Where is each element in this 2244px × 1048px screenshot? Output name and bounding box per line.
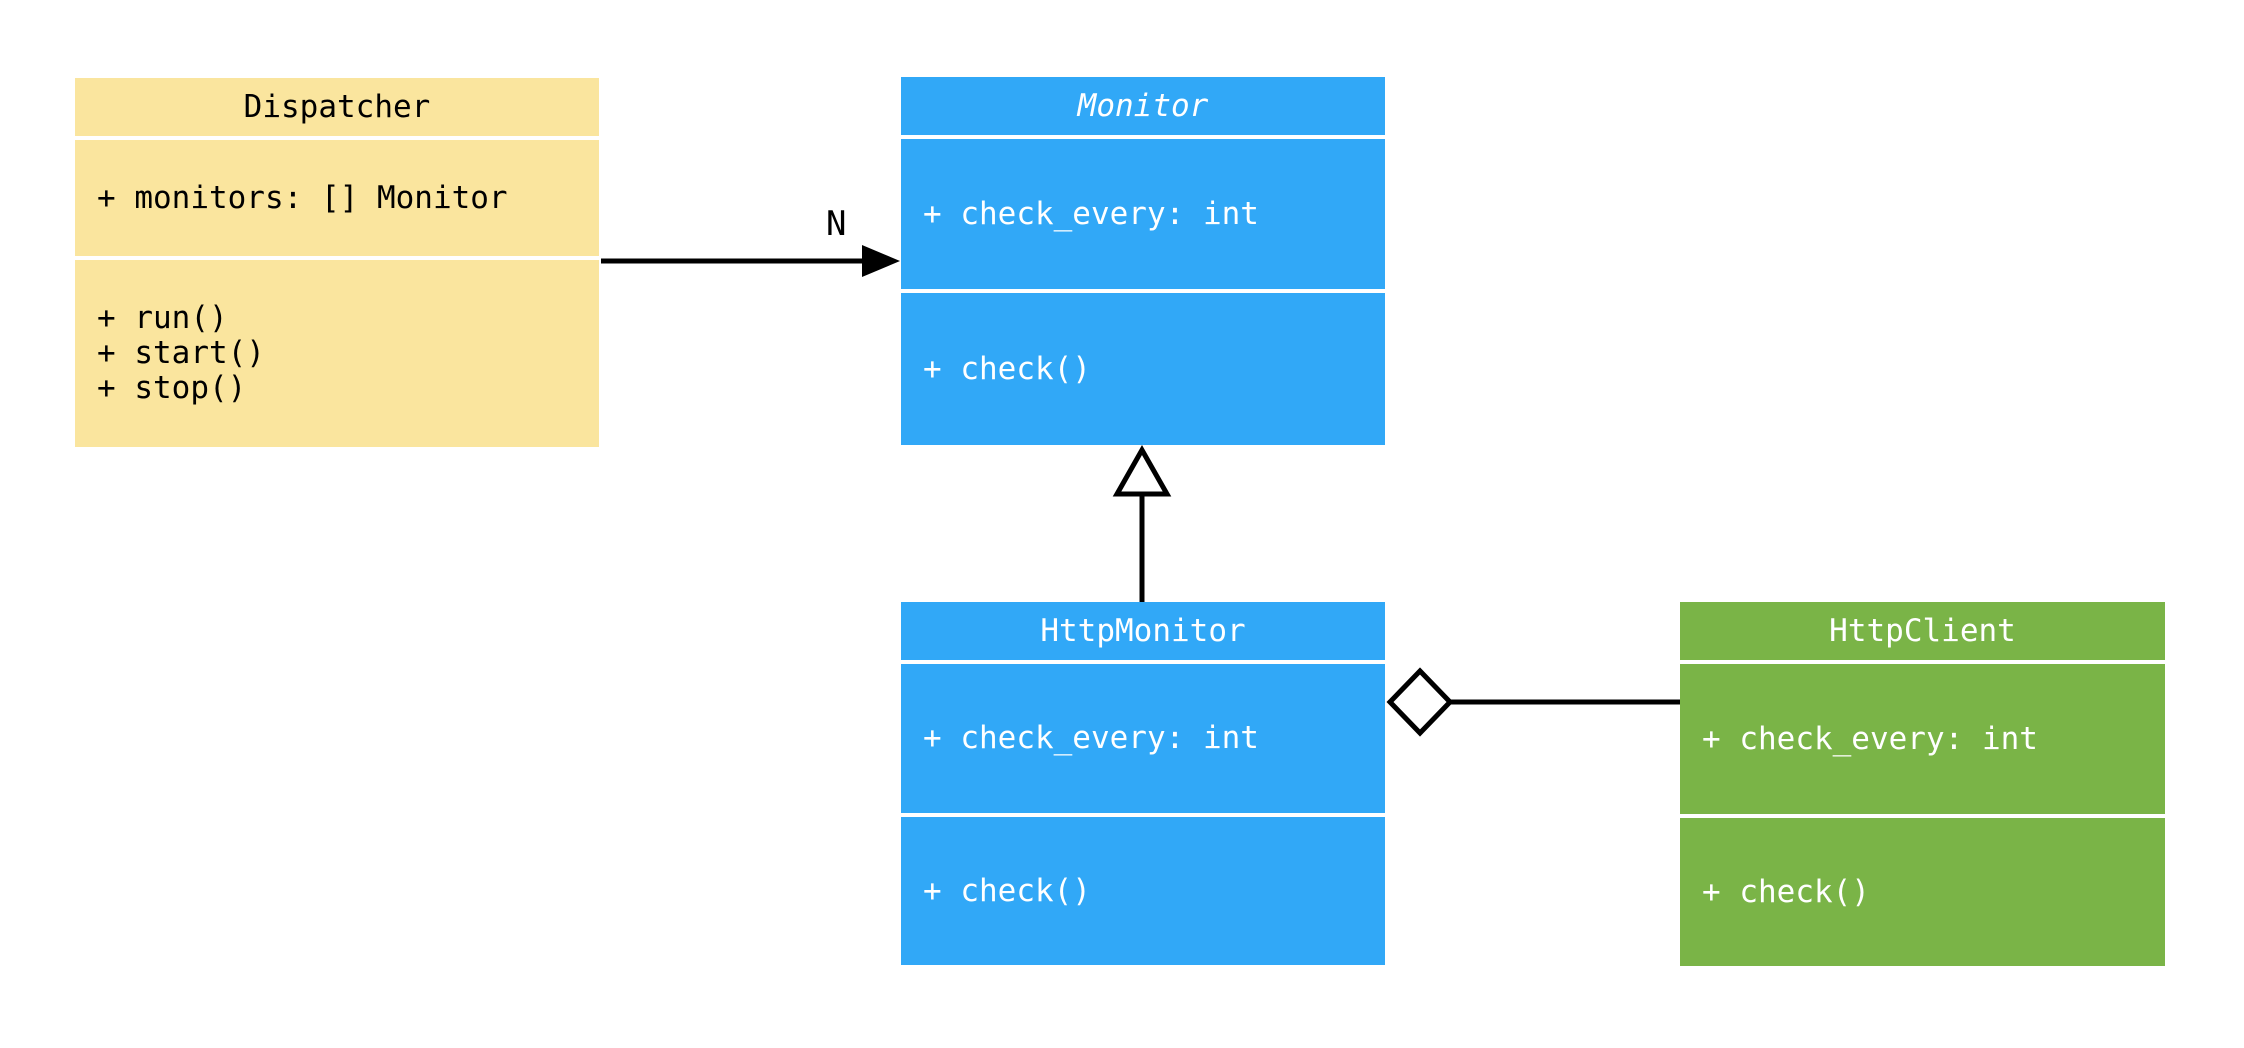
class-node-monitor: Monitor + check_every: int + check() <box>901 77 1385 445</box>
hollow-diamond-icon <box>1386 667 1454 737</box>
method-line: + check() <box>923 350 1091 387</box>
method-line: + check() <box>923 872 1091 909</box>
class-title: HttpMonitor <box>901 602 1385 660</box>
aggregation-httpmonitor-httpclient <box>1386 667 1681 737</box>
method-line: + check() <box>1702 873 1870 910</box>
class-methods: + check() <box>901 293 1385 445</box>
class-methods: + run() + start() + stop() <box>75 260 599 447</box>
class-methods: + check() <box>1680 818 2165 966</box>
method-line: + start() <box>97 335 265 371</box>
class-node-httpclient: HttpClient + check_every: int + check() <box>1680 602 2165 966</box>
class-title: Monitor <box>901 77 1385 135</box>
method-line: + run() <box>97 300 228 336</box>
class-methods: + check() <box>901 817 1385 965</box>
inheritance-httpmonitor-monitor <box>1112 444 1172 603</box>
class-attributes: + monitors: [] Monitor <box>75 140 599 256</box>
class-attributes: + check_every: int <box>901 139 1385 289</box>
attribute-line: + check_every: int <box>923 195 1259 232</box>
class-title: Dispatcher <box>75 78 599 136</box>
class-title: HttpClient <box>1680 602 2165 660</box>
class-node-httpmonitor: HttpMonitor + check_every: int + check() <box>901 602 1385 965</box>
attribute-line: + monitors: [] Monitor <box>97 179 508 216</box>
attribute-line: + check_every: int <box>923 720 1259 756</box>
attribute-line: + check_every: int <box>1702 720 2038 757</box>
association-multiplicity-label: N <box>826 204 847 244</box>
hollow-triangle-icon <box>1112 444 1172 497</box>
association-dispatcher-monitor <box>601 245 900 277</box>
method-line: + stop() <box>97 370 247 406</box>
filled-arrowhead-icon <box>862 245 900 277</box>
class-node-dispatcher: Dispatcher + monitors: [] Monitor + run(… <box>75 78 599 447</box>
class-attributes: + check_every: int <box>1680 664 2165 814</box>
class-attributes: + check_every: int <box>901 664 1385 813</box>
